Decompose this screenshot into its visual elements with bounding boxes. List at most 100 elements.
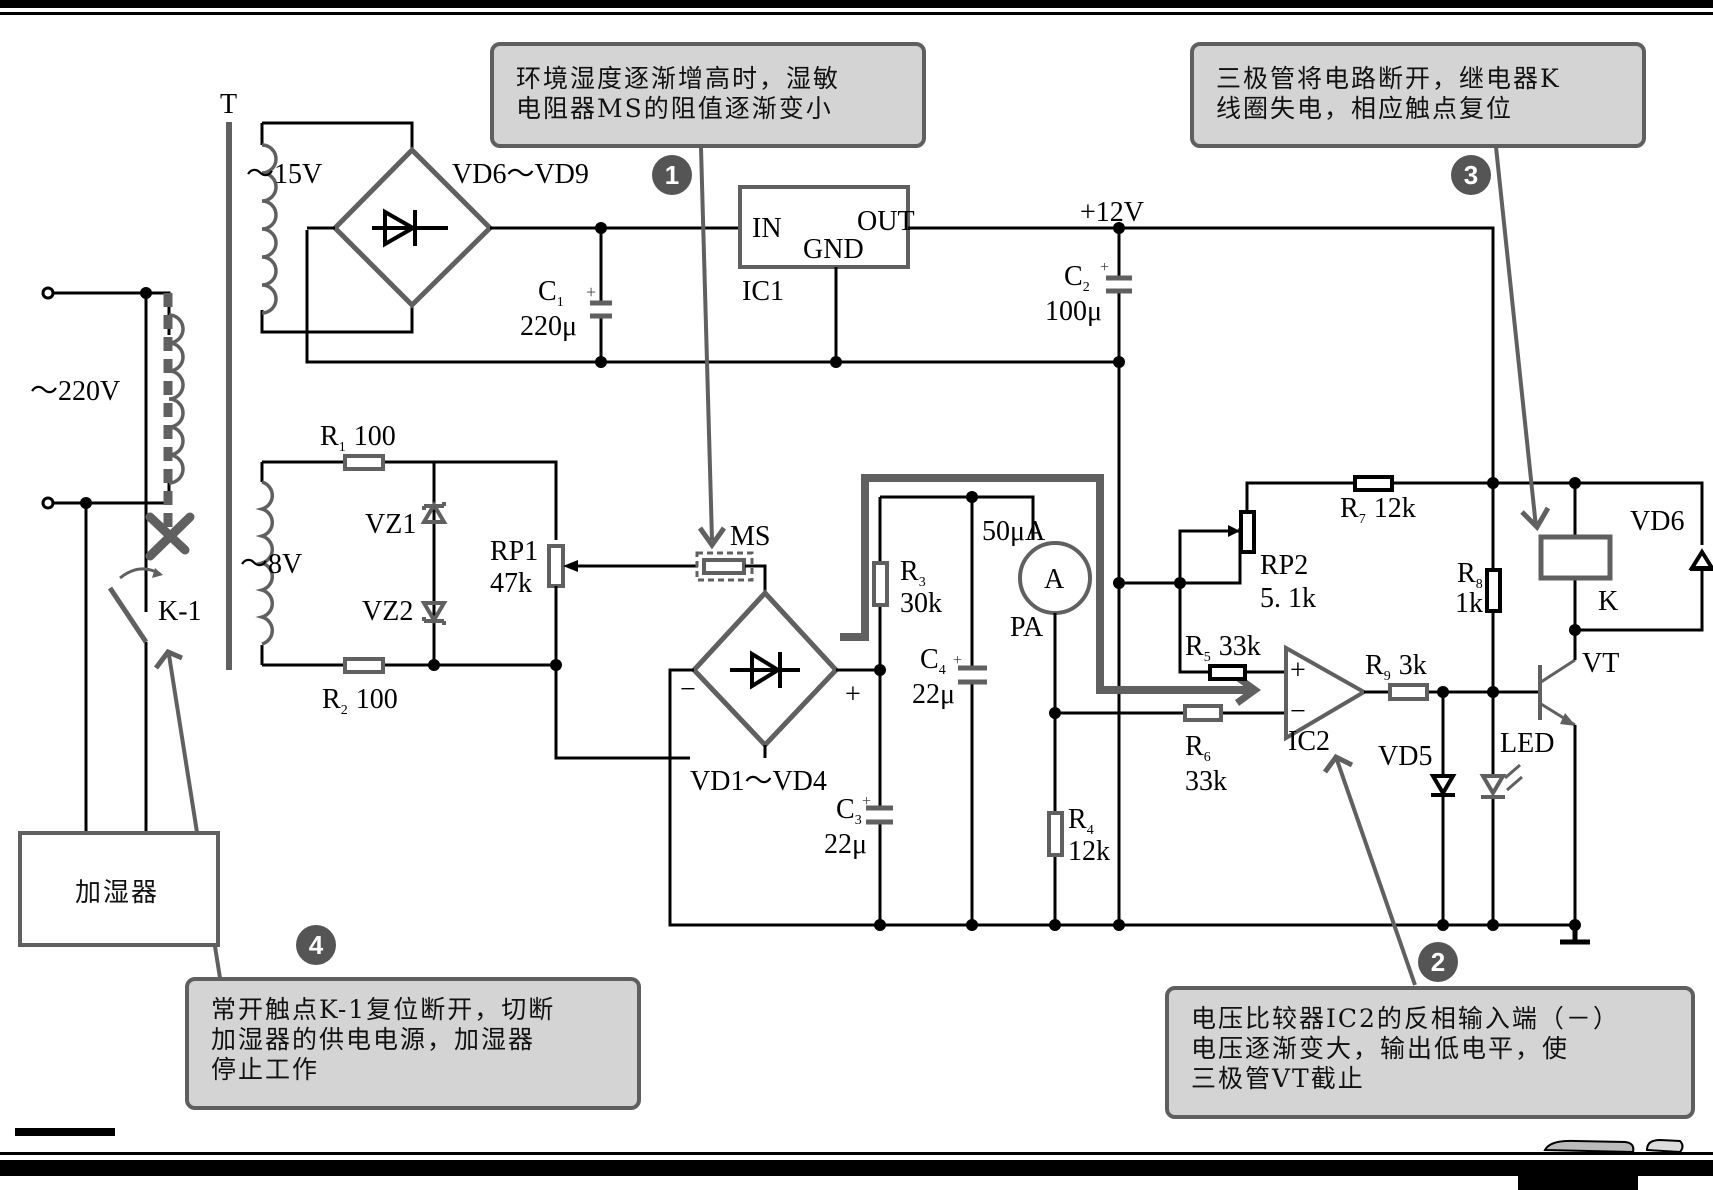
vz1-label: VZ1 bbox=[365, 509, 416, 540]
callout-badge-2: 2 bbox=[1418, 942, 1458, 982]
resistor-r5 bbox=[1208, 664, 1247, 681]
humidity-sensor-ms bbox=[702, 558, 746, 575]
bottom-border-thin bbox=[0, 1152, 1713, 1155]
zener-vz2 bbox=[420, 601, 448, 625]
diode-icon bbox=[730, 650, 800, 690]
comparator-ic2 bbox=[1284, 644, 1369, 742]
svg-text:+: + bbox=[586, 282, 596, 302]
c2-value: 100μ bbox=[1045, 296, 1102, 327]
led-label: LED bbox=[1500, 728, 1554, 759]
callout-4: 常开触点K-1复位断开，切断 加湿器的供电电源，加湿器 停止工作 bbox=[185, 977, 641, 1110]
callout-2: 电压比较器IC2的反相输入端（－） 电压逐渐变大，输出低电平，使 三极管VT截止 bbox=[1165, 986, 1695, 1119]
transistor-vt bbox=[1538, 658, 1576, 727]
bottom-mark bbox=[15, 1128, 115, 1136]
svg-text:+: + bbox=[1290, 655, 1306, 686]
diode-vd6 bbox=[1688, 548, 1713, 571]
terminal-top bbox=[41, 286, 55, 300]
svg-text:R4: R4 bbox=[1068, 804, 1094, 838]
resistor-r8 bbox=[1485, 568, 1502, 613]
svg-text:GND: GND bbox=[803, 234, 864, 265]
bottom-tab bbox=[1518, 1176, 1638, 1190]
secondary-8v-coil bbox=[255, 480, 275, 646]
humidifier-label: 加湿器 bbox=[75, 878, 160, 908]
pointer-line-2 bbox=[1335, 759, 1417, 986]
bridge-bottom-label: VD1～VD4 bbox=[690, 766, 827, 797]
svg-text:30k: 30k bbox=[900, 588, 942, 619]
svg-text:−: − bbox=[680, 674, 696, 705]
ic1-regulator bbox=[738, 185, 910, 269]
potentiometer-rp1 bbox=[547, 544, 565, 588]
callout-1: 环境湿度逐渐增高时，湿敏 电阻器MS的阻值逐渐变小 bbox=[490, 42, 926, 148]
wiper-arrow-icon bbox=[1228, 525, 1240, 537]
top-border bbox=[0, 0, 1713, 8]
svg-text:IN: IN bbox=[752, 213, 782, 244]
meter-label: PA bbox=[1010, 612, 1044, 643]
resistor-r6 bbox=[1183, 704, 1223, 722]
callout-badge-3: 3 bbox=[1451, 155, 1491, 195]
switch-k1-blade bbox=[107, 586, 149, 644]
ground-icon bbox=[1560, 925, 1590, 945]
cut-mark-icon bbox=[145, 512, 195, 561]
resistor-r4 bbox=[1047, 811, 1064, 857]
transistor-label: VT bbox=[1582, 648, 1619, 679]
svg-text:C3: C3 bbox=[836, 794, 862, 828]
resistor-r9 bbox=[1388, 683, 1429, 701]
resistor-r1 bbox=[343, 454, 385, 471]
decorative-scroll bbox=[1543, 1138, 1684, 1154]
callout-3: 三极管将电路断开，继电器K 线圈失电，相应触点复位 bbox=[1190, 42, 1646, 148]
capacitor-c4 bbox=[958, 665, 987, 685]
capacitor-c3 bbox=[866, 805, 893, 825]
pointer-line-1 bbox=[699, 147, 714, 541]
humidity-sensor-ms-frame bbox=[695, 551, 754, 582]
light-rays-icon bbox=[1504, 763, 1523, 792]
meter-range: 50μA bbox=[982, 516, 1046, 547]
svg-text:C4: C4 bbox=[920, 644, 946, 678]
transformer-label: T bbox=[220, 89, 237, 120]
resistor-r2 bbox=[343, 657, 385, 674]
bridge-vd1-vd4 bbox=[690, 589, 840, 749]
svg-text:22μ: 22μ bbox=[824, 829, 867, 860]
wiper-arrow-icon bbox=[563, 560, 578, 572]
pointer-line-3 bbox=[1494, 146, 1538, 528]
svg-text:OUT: OUT bbox=[857, 206, 915, 237]
ms-label: MS bbox=[730, 521, 770, 552]
svg-text:R6: R6 bbox=[1185, 731, 1211, 765]
led-indicator bbox=[1479, 774, 1507, 799]
ic2-label: IC2 bbox=[1288, 726, 1330, 757]
resistor-r7 bbox=[1353, 475, 1394, 492]
humidifier-box bbox=[18, 831, 220, 947]
vcc-label: +12V bbox=[1080, 197, 1144, 228]
secondary-15v-label: ～15V bbox=[246, 159, 322, 190]
secondary-8v-label: ～8V bbox=[240, 549, 302, 580]
bridge-top-label: VD6～VD9 bbox=[452, 159, 589, 190]
svg-text:C2: C2 bbox=[1064, 261, 1090, 295]
svg-text:+: + bbox=[862, 793, 871, 810]
svg-text:5. 1k: 5. 1k bbox=[1260, 583, 1316, 614]
top-border-thin bbox=[0, 12, 1713, 15]
resistor-r3 bbox=[872, 561, 889, 607]
svg-text:R8: R8 bbox=[1457, 558, 1483, 592]
vz2-label: VZ2 bbox=[362, 596, 413, 627]
capacitor-c1 bbox=[590, 300, 612, 319]
terminal-bottom bbox=[41, 496, 55, 510]
diode-vd5 bbox=[1429, 774, 1457, 797]
callout-badge-4: 4 bbox=[296, 925, 336, 965]
diode-icon bbox=[372, 208, 448, 248]
svg-text:+: + bbox=[953, 652, 962, 669]
svg-text:R3: R3 bbox=[900, 556, 926, 590]
svg-text:RP1: RP1 bbox=[490, 536, 538, 567]
secondary-15v-coil bbox=[261, 143, 278, 315]
c1-value: 220μ bbox=[520, 311, 577, 342]
capacitor-c2 bbox=[1106, 275, 1132, 294]
svg-text:12k: 12k bbox=[1068, 836, 1110, 867]
vd5-label: VD5 bbox=[1378, 741, 1432, 772]
relay-label: K bbox=[1598, 586, 1618, 617]
mains-label: ～220V bbox=[30, 376, 120, 407]
svg-text:A: A bbox=[1044, 564, 1065, 595]
signal-path-highlight bbox=[840, 474, 1250, 694]
svg-text:C1: C1 bbox=[538, 276, 564, 310]
